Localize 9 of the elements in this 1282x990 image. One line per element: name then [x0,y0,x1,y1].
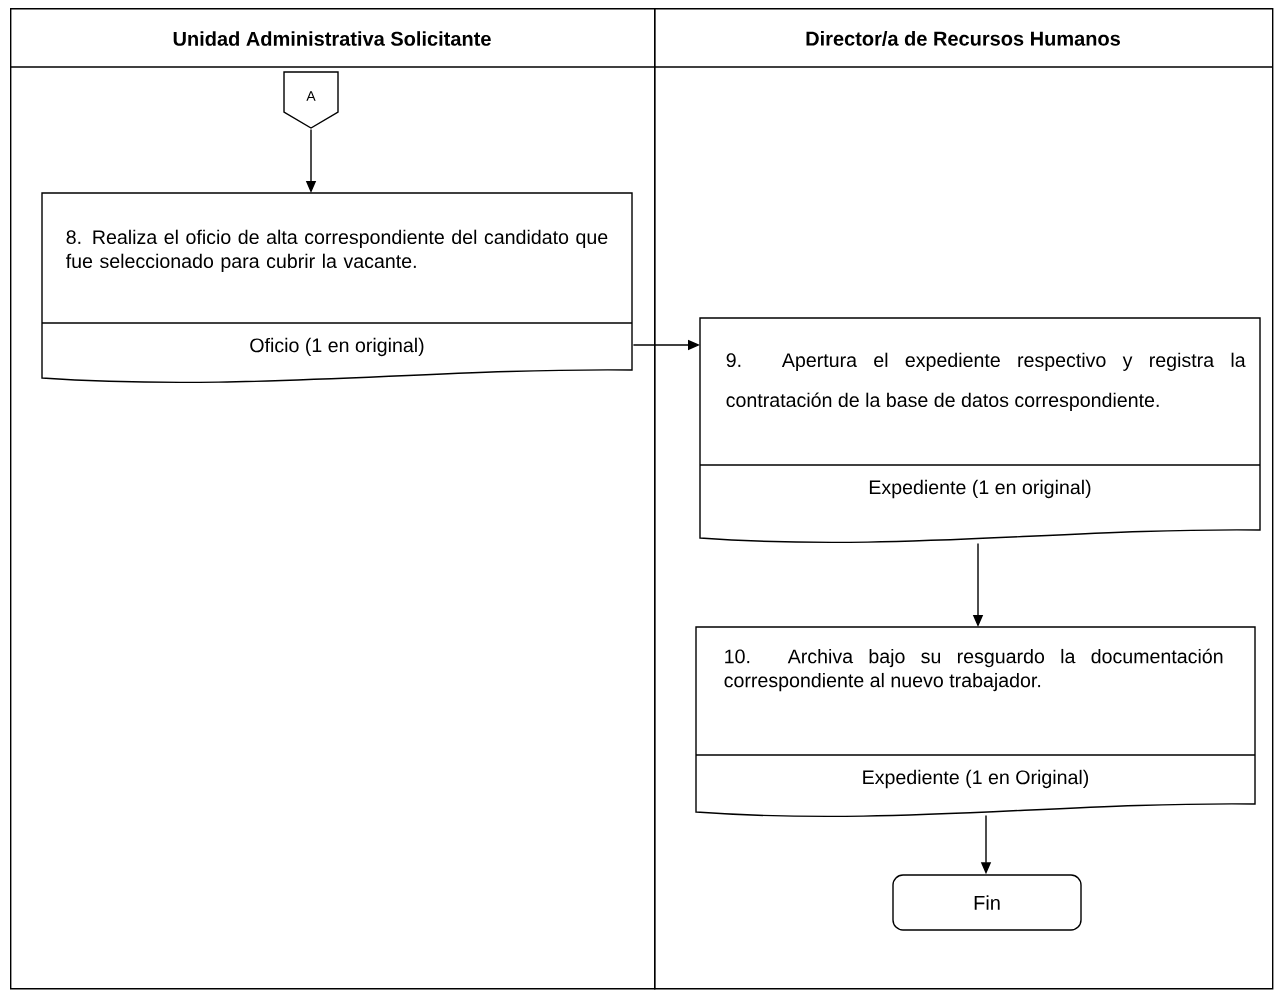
swimlane [653,8,1274,990]
lane-header: Director/a de Recursos Humanos [806,31,1120,46]
document-box: 8. Realiza el oficio de alta correspondiente del candidato que fue seleccionado para cubrir la vacante. Oficio (1 en original) [41,192,633,384]
off-page-connector: A [283,71,339,129]
lane-header: Unidad Administrativa Solicitante [173,31,491,46]
terminal: Fin [892,874,1082,931]
document-box: 10. Archiva bajo su resguardo la documentación correspondiente al nuevo trabajador. Expediente (1 en Original) [695,626,1256,818]
swimlane [9,8,656,990]
document-box: 9. Apertura el expediente respectivo y registra la contratación de la base de datos correspondiente. Expediente (1 en original) [699,317,1261,544]
